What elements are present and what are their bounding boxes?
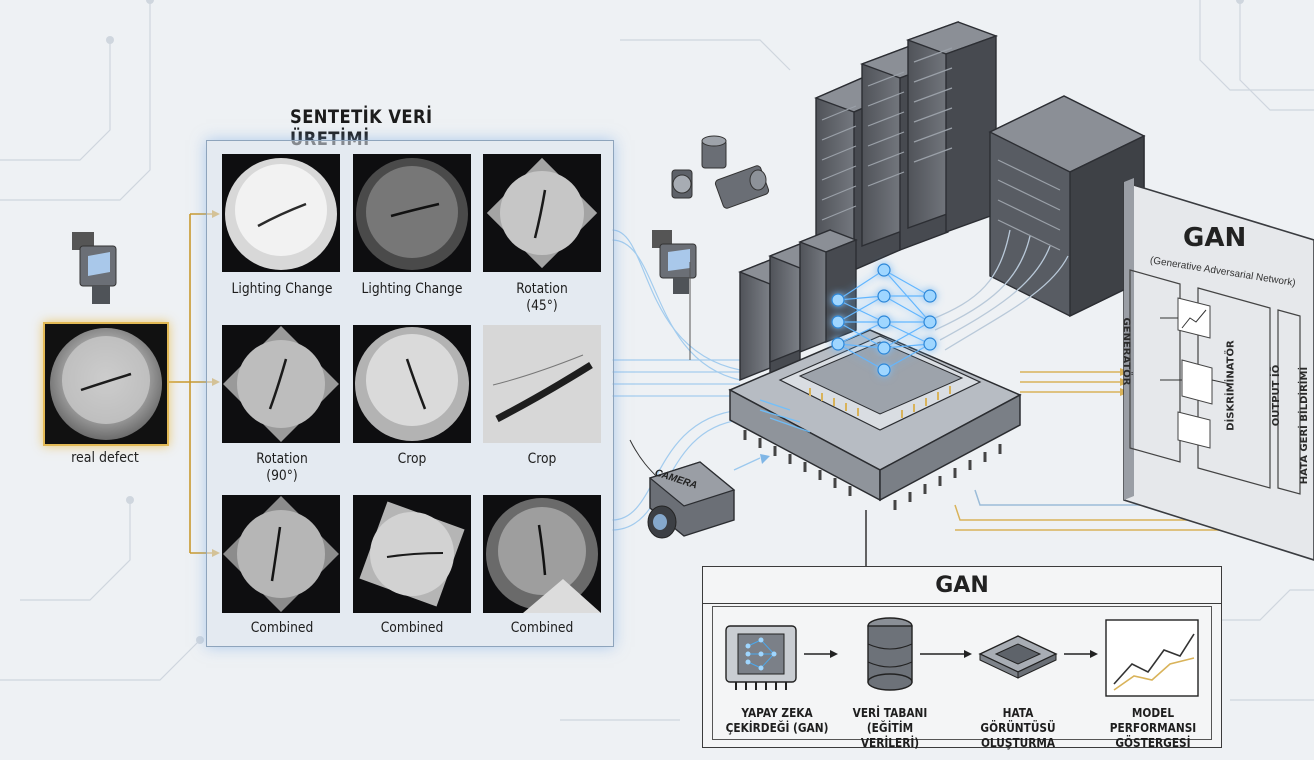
tile-label-2: Lighting Change xyxy=(361,281,463,297)
tile-label-9: Combined xyxy=(510,620,574,636)
processor-icon xyxy=(978,635,1058,679)
pipeline-step-4-label: MODEL PERFORMANSI GÖSTERGESİ xyxy=(1109,706,1197,750)
ai-chip-icon xyxy=(725,625,797,690)
gan-pipeline-inner xyxy=(712,606,1212,740)
tile-label-5: Crop xyxy=(397,451,427,467)
real-defect-label: real defect xyxy=(71,450,139,466)
pipeline-step-1-label: YAPAY ZEKA ÇEKİRDEĞİ (GAN) xyxy=(725,706,829,735)
tile-lighting-change-2 xyxy=(353,154,471,272)
feedback-label: HATA GERİ BİLDİRİMİ xyxy=(1299,366,1311,485)
output-label: OUTPUT İÖ xyxy=(1271,364,1283,427)
tile-label-4: Rotation (90°) xyxy=(256,451,308,484)
gan-pipeline-title: GAN xyxy=(935,573,989,598)
line-chart-icon xyxy=(1105,619,1199,697)
camera-icon-left xyxy=(72,232,117,304)
discriminator-label: DİSKRİMİNATÖR xyxy=(1225,340,1237,431)
tile-crop-2 xyxy=(483,325,601,443)
database-icon xyxy=(867,617,913,691)
tile-label-8: Combined xyxy=(380,620,444,636)
tile-rotation-90 xyxy=(222,325,340,443)
tile-combined-2 xyxy=(353,495,471,613)
tile-rotation-45 xyxy=(483,154,601,272)
tile-label-3: Rotation (45°) xyxy=(516,281,568,314)
pipeline-step-3-label: HATA GÖRÜNTÜSÜ OLUŞTURMA xyxy=(980,706,1056,750)
tile-crop-1 xyxy=(353,325,471,443)
tile-label-1: Lighting Change xyxy=(231,281,333,297)
gan-panel-title: GAN xyxy=(1183,223,1247,253)
generator-label: GENERATÖR xyxy=(1120,317,1132,386)
tile-combined-1 xyxy=(222,495,340,613)
tile-combined-3 xyxy=(483,495,601,613)
real-defect-image xyxy=(43,322,169,446)
gan-pipeline-header xyxy=(703,567,1221,604)
pipeline-icons xyxy=(725,617,1199,697)
tile-lighting-change-1 xyxy=(222,154,340,272)
pipeline-step-2-label: VERİ TABANI (EĞİTİM VERİLERİ) xyxy=(852,706,928,750)
camera-icon-bottom xyxy=(629,439,736,539)
tile-label-7: Combined xyxy=(250,620,314,636)
tile-label-6: Crop xyxy=(527,451,557,467)
